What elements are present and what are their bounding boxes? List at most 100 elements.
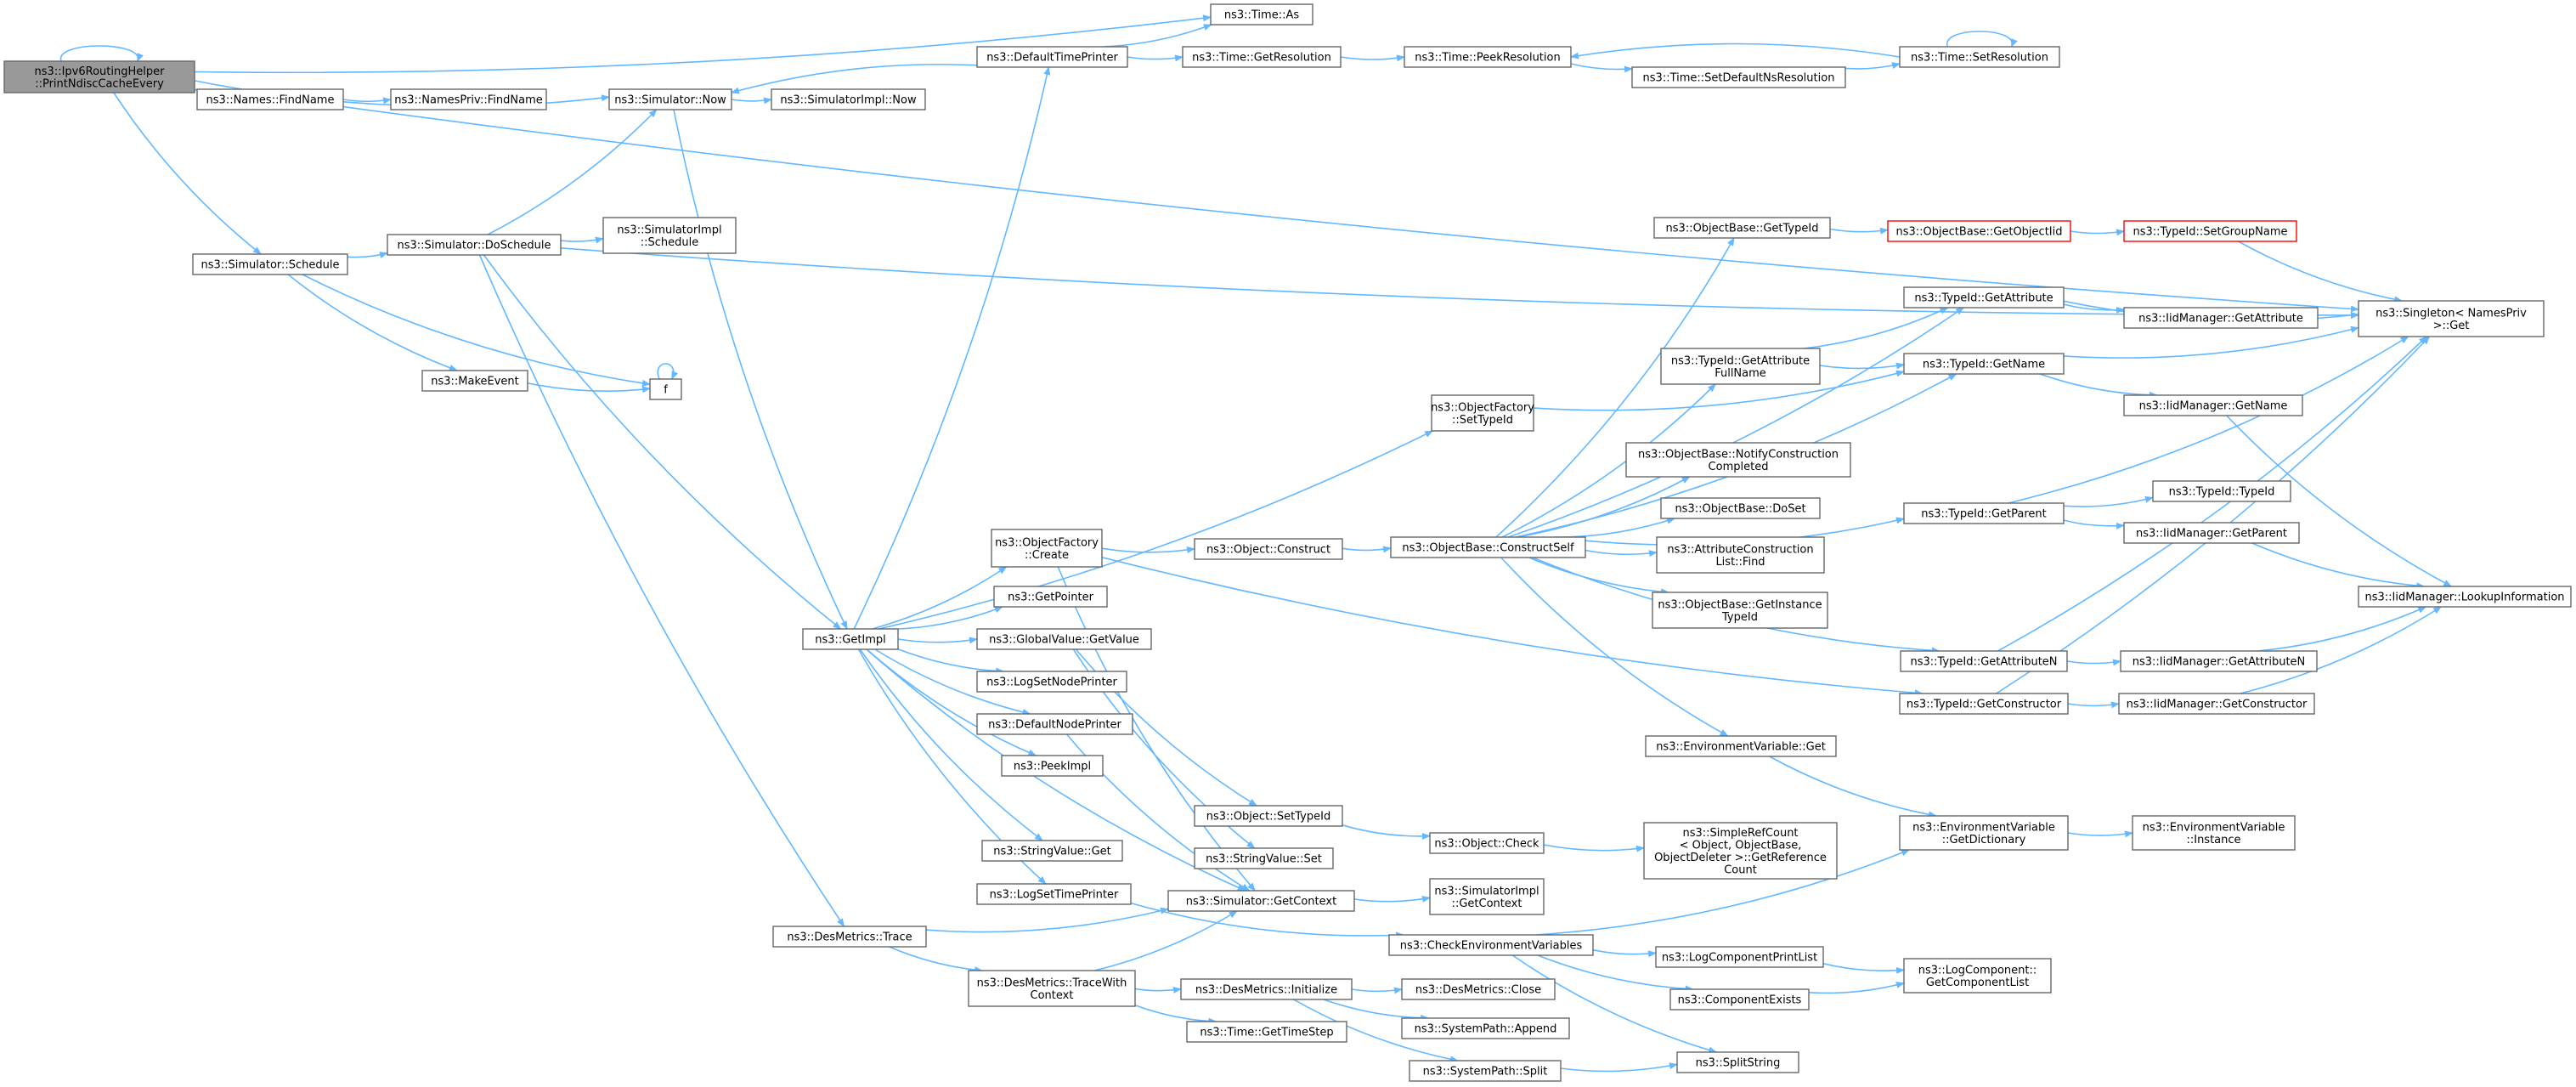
function-node-typeid-typeid[interactable]: ns3::TypeId::TypeId (2152, 480, 2291, 502)
function-node-names-findname[interactable]: ns3::Names::FindName (196, 88, 344, 110)
function-node-objbase-doset[interactable]: ns3::ObjectBase::DoSet (1660, 497, 1821, 519)
function-node-iidmgr-lookupinfo[interactable]: ns3::IidManager::LookupInformation (2358, 586, 2572, 608)
function-node-box (1429, 878, 1545, 915)
function-node-componentexists[interactable]: ns3::ComponentExists (1669, 988, 1810, 1011)
function-node-box (1676, 1051, 1799, 1073)
function-node-getpointer[interactable]: ns3::GetPointer (993, 586, 1108, 608)
function-node-simimpl-getcontext[interactable]: ns3::SimulatorImpl::GetContext (1429, 878, 1545, 915)
function-node-sim-getcontext[interactable]: ns3::Simulator::GetContext (1167, 890, 1355, 912)
function-node-desmetrics-trace[interactable]: ns3::DesMetrics::Trace (772, 926, 927, 948)
function-node-typeid-getparent[interactable]: ns3::TypeId::GetParent (1903, 502, 2065, 524)
function-node-label: Context (1031, 989, 1074, 1002)
function-node-label: ::Instance (2186, 834, 2240, 846)
function-node-getimpl[interactable]: ns3::GetImpl (802, 628, 899, 650)
function-node-time-setdefaultns[interactable]: ns3::Time::SetDefaultNsResolution (1631, 66, 1846, 88)
function-node-defaultnodeprinter[interactable]: ns3::DefaultNodePrinter (976, 713, 1133, 735)
function-node-time-peekresolution[interactable]: ns3::Time::PeekResolution (1404, 46, 1572, 68)
function-node-label: ns3::MakeEvent (431, 376, 519, 388)
function-node-time-as[interactable]: ns3::Time::As (1210, 3, 1313, 25)
function-node-label: ns3::DesMetrics::Trace (787, 931, 912, 944)
function-node-makeevent[interactable]: ns3::MakeEvent (421, 370, 528, 392)
function-node-time-getresolution[interactable]: ns3::Time::GetResolution (1182, 46, 1342, 68)
function-node-objfactory-create[interactable]: ns3::ObjectFactory::Create (991, 529, 1103, 568)
function-node-namespriv-findname[interactable]: ns3::NamesPriv::FindName (390, 88, 547, 110)
call-edge-typeid-getconstructor-to-iidmgr-getconstructor (2067, 701, 2120, 709)
call-edge-getimpl-to-default-time-printer (853, 66, 1051, 630)
function-node-objbase-gettypeid[interactable]: ns3::ObjectBase::GetTypeId (1653, 217, 1831, 239)
function-node-typeid-getattributen[interactable]: ns3::TypeId::GetAttributeN (1900, 650, 2068, 672)
function-node-label: ns3::IidManager::GetName (2139, 400, 2288, 413)
call-edge-sim-schedule-to-sim-doschedule (347, 252, 388, 258)
function-node-typeid-setgroupname[interactable]: ns3::TypeId::SetGroupName (2123, 220, 2297, 242)
function-node-envvar-get[interactable]: ns3::EnvironmentVariable::Get (1645, 735, 1837, 757)
function-node-simplerefcount[interactable]: ns3::SimpleRefCount< Object, ObjectBase,… (1643, 822, 1838, 880)
function-node-logcomponentprintlist[interactable]: ns3::LogComponentPrintList (1655, 946, 1824, 968)
function-node-default-time-printer[interactable]: ns3::DefaultTimePrinter (976, 46, 1128, 68)
function-node-systempath-split[interactable]: ns3::SystemPath::Split (1409, 1060, 1562, 1082)
function-node-sim-doschedule[interactable]: ns3::Simulator::DoSchedule (387, 234, 562, 256)
function-node-object-construct[interactable]: ns3::Object::Construct (1194, 538, 1343, 560)
call-edge-sim-getcontext-to-simimpl-getcontext (1353, 895, 1431, 903)
function-node-label: TypeId (1721, 611, 1758, 624)
function-node-logsettimeprinter[interactable]: ns3::LogSetTimePrinter (976, 883, 1132, 905)
call-edge-sim-schedule-to-f (302, 274, 651, 387)
function-node-box (976, 883, 1132, 905)
function-node-box (802, 628, 899, 650)
function-node-iidmgr-getparent[interactable]: ns3::IidManager::GetParent (2123, 522, 2300, 544)
function-node-sim-now[interactable]: ns3::Simulator::Now (608, 88, 732, 110)
function-node-box (1390, 536, 1586, 558)
function-node-box (991, 529, 1103, 568)
function-node-typeid-getconstructor[interactable]: ns3::TypeId::GetConstructor (1899, 693, 2069, 715)
function-node-iidmgr-getconstructor[interactable]: ns3::IidManager::GetConstructor (2118, 693, 2315, 715)
function-node-label: ns3::StringValue::Get (993, 846, 1110, 858)
function-node-label: ns3::GlobalValue::GetValue (989, 634, 1139, 647)
function-node-singleton-get[interactable]: ns3::Singleton< NamesPriv>::Get (2358, 300, 2545, 337)
function-node-systempath-append[interactable]: ns3::SystemPath::Append (1401, 1017, 1570, 1039)
function-node-envvar-getdict[interactable]: ns3::EnvironmentVariable::GetDictionary (1899, 815, 2069, 851)
call-edge-objbase-gettypeid-to-objbase-getobjectiid (1829, 227, 1889, 235)
call-edge-getimpl-to-globalvalue-getvalue (897, 637, 978, 644)
function-node-object-check[interactable]: ns3::Object::Check (1429, 832, 1545, 854)
function-node-simimpl-now[interactable]: ns3::SimulatorImpl::Now (771, 88, 926, 110)
function-node-objbase-getobjectiid[interactable]: ns3::ObjectBase::GetObjectIid (1887, 220, 2071, 242)
function-node-label: ::GetContext (1452, 897, 1522, 910)
function-node-time-gettimestep[interactable]: ns3::Time::GetTimeStep (1186, 1021, 1347, 1043)
function-node-peekimpl[interactable]: ns3::PeekImpl (1001, 755, 1104, 777)
function-node-objfactory-settypeid[interactable]: ns3::ObjectFactory::SetTypeId (1431, 394, 1534, 432)
function-node-sim-schedule[interactable]: ns3::Simulator::Schedule (192, 253, 348, 275)
function-node-f[interactable]: f (649, 378, 682, 400)
function-node-label: ns3::Names::FindName (206, 94, 335, 107)
function-node-objbase-constructself[interactable]: ns3::ObjectBase::ConstructSelf (1390, 536, 1586, 558)
function-node-object-settypeid[interactable]: ns3::Object::SetTypeId (1194, 805, 1343, 827)
function-node-typeid-getname[interactable]: ns3::TypeId::GetName (1903, 353, 2065, 375)
function-node-logsetnodeprinter[interactable]: ns3::LogSetNodePrinter (976, 671, 1127, 693)
function-node-desmetrics-close[interactable]: ns3::DesMetrics::Close (1401, 978, 1556, 1000)
function-node-simimpl-schedule[interactable]: ns3::SimulatorImpl::Schedule (602, 217, 737, 254)
function-node-desmetrics-initialize[interactable]: ns3::DesMetrics::Initialize (1180, 978, 1353, 1000)
function-node-typeid-getattribute[interactable]: ns3::TypeId::GetAttribute (1903, 286, 2065, 309)
call-edge-typeid-getparent-to-typeid-typeid (2063, 495, 2154, 507)
function-node-box (976, 713, 1133, 735)
function-node-time-setresolution[interactable]: ns3::Time::SetResolution (1899, 46, 2060, 68)
call-edge-envvar-getdict-to-envvar-instance (2067, 830, 2133, 838)
function-node-iidmgr-getname[interactable]: ns3::IidManager::GetName (2123, 394, 2303, 416)
function-node-iidmgr-getattributen[interactable]: ns3::IidManager::GetAttributeN (2120, 650, 2318, 672)
function-node-stringvalue-get[interactable]: ns3::StringValue::Get (981, 840, 1123, 862)
self-call-edge-root (60, 45, 144, 62)
function-node-label: ns3::ObjectBase::GetInstance (1658, 598, 1822, 611)
function-node-globalvalue-getvalue[interactable]: ns3::GlobalValue::GetValue (976, 628, 1152, 650)
function-node-iidmgr-getattribute[interactable]: ns3::IidManager::GetAttribute (2123, 307, 2319, 329)
function-node-root[interactable]: ns3::Ipv6RoutingHelper::PrintNdiscCacheE… (3, 60, 195, 93)
function-node-logcomponent-getlist[interactable]: ns3::LogComponent::GetComponentList (1903, 958, 2052, 994)
function-node-box (993, 586, 1108, 608)
function-node-stringvalue-set[interactable]: ns3::StringValue::Set (1194, 847, 1334, 869)
function-node-checkenvvars[interactable]: ns3::CheckEnvironmentVariables (1388, 934, 1594, 956)
function-node-splitstring[interactable]: ns3::SplitString (1676, 1051, 1799, 1073)
function-node-label: >::Get (2433, 320, 2470, 332)
function-node-envvar-instance[interactable]: ns3::EnvironmentVariable::Instance (2132, 815, 2296, 851)
function-node-objbase-notify[interactable]: ns3::ObjectBase::NotifyConstructionCompl… (1625, 442, 1851, 478)
